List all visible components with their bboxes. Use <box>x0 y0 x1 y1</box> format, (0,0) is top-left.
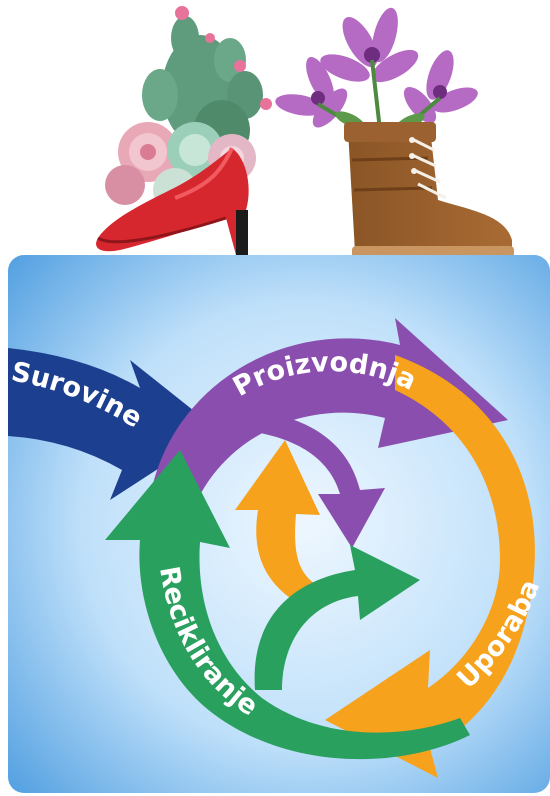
boot-icon <box>344 122 514 258</box>
use-inner-arrow <box>235 440 330 610</box>
red-shoe-planter <box>96 6 272 256</box>
recycling-arrow <box>105 450 470 760</box>
high-heel-shoe-icon <box>96 147 249 256</box>
production-inner-arrow <box>255 410 385 548</box>
recycling-inner-arrow <box>254 545 420 690</box>
use-arrow <box>325 355 535 778</box>
purple-flower-icon <box>275 7 478 137</box>
boot-planter <box>275 7 514 258</box>
production-arrow <box>150 318 508 505</box>
